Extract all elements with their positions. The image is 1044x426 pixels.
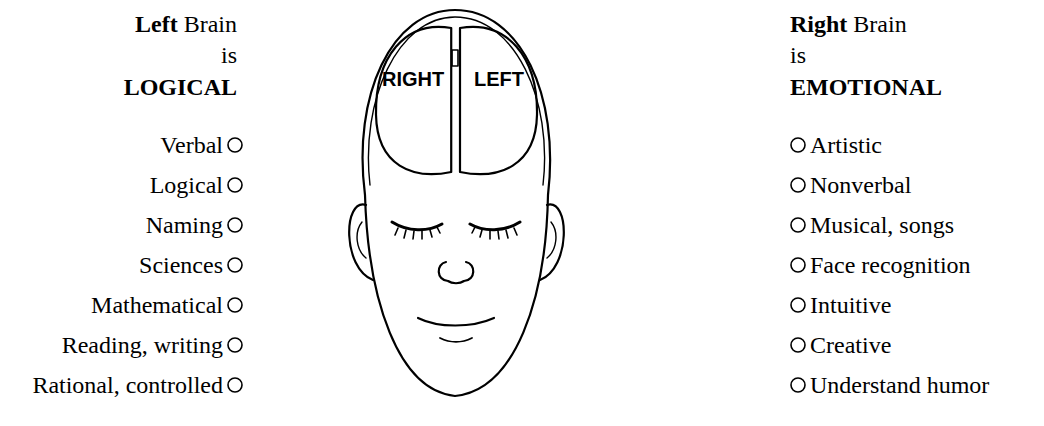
lower-lip [440,338,472,342]
brain-hemisphere: LEFT [458,22,540,182]
heading-word-box: Right [790,11,847,37]
heading-word-box: is [221,42,237,68]
heading-keyword-box: LOGICAL [124,74,237,100]
bullet-circle [791,378,805,392]
head-outline [363,10,551,396]
heading-word: Brain [853,11,906,37]
heading-keyword: EMOTIONAL [790,74,942,100]
heading-word-box: is [790,42,806,68]
heading-word: is [221,42,237,68]
trait-item-box: Creative [810,332,891,358]
trait-item-box: Verbal [160,132,223,158]
right-eye-lashes [472,227,517,239]
trait-item: Naming [146,212,223,238]
trait-item-box: Rational, controlled [32,372,223,398]
trait-item-box: Sciences [139,252,223,278]
trait-item-box: Musical, songs [810,212,954,238]
bullet-circle [791,218,805,232]
heading-word: is [790,42,806,68]
bullet-circle [791,258,805,272]
left-eye [392,222,442,230]
trait-item-box: Naming [146,212,223,238]
mouth [418,318,494,326]
trait-item: Reading, writing [62,332,223,358]
trait-item: Intuitive [810,292,891,318]
right-eye [470,222,520,230]
hemisphere-path [460,27,537,174]
heading-word: Right [790,11,847,37]
hemisphere-path [376,27,451,174]
trait-item: Verbal [160,132,223,158]
bullet-group [228,138,805,392]
trait-item-box: Artistic [810,132,882,158]
trait-item: Understand humor [810,372,989,398]
bullet-circle [228,218,242,232]
right-ear-inner [547,222,556,258]
left-ear [349,205,373,280]
bullet-circle [228,298,242,312]
trait-item-box: Reading, writing [62,332,223,358]
heading-keyword-box: EMOTIONAL [790,74,942,100]
bullet-circle [228,178,242,192]
trait-item-box: Nonverbal [810,172,911,198]
trait-item-box: Understand humor [810,372,989,398]
bullet-circle [791,138,805,152]
trait-item: Mathematical [91,292,223,318]
bullet-circle [791,338,805,352]
trait-item-box: Logical [150,172,223,198]
bullet-circle [228,138,242,152]
brain-hemisphere: RIGHT [373,22,453,182]
heading-word: Brain [184,11,237,37]
trait-item: Rational, controlled [32,372,223,398]
trait-item: Face recognition [810,252,971,278]
nose [439,262,474,283]
trait-item-box: Mathematical [91,292,223,318]
heading-keyword: LOGICAL [124,74,237,100]
trait-item: Nonverbal [810,172,911,198]
hemisphere-label: LEFT [458,68,540,90]
hemisphere-outline [458,22,540,182]
heading-word-box: Left [135,11,178,37]
left-eye-lashes [395,227,440,239]
bullet-circle [228,258,242,272]
hemisphere-outline [373,22,453,182]
right-ear [540,205,564,280]
bullet-circle [791,178,805,192]
trait-item: Logical [150,172,223,198]
trait-item: Artistic [810,132,882,158]
heading-word-box: Brain [853,11,906,37]
left-ear-inner [357,222,366,258]
heading-word-box: Brain [184,11,237,37]
bullet-circle [791,298,805,312]
trait-item: Sciences [139,252,223,278]
corpus-callosum [452,50,458,66]
heading-word: Left [135,11,178,37]
trait-item: Musical, songs [810,212,954,238]
skull-inner-line [368,17,544,185]
bullet-circle [228,338,242,352]
trait-item-box: Intuitive [810,292,891,318]
hemisphere-label: RIGHT [373,68,453,90]
trait-item-box: Face recognition [810,252,971,278]
trait-item: Creative [810,332,891,358]
bullet-circle [228,378,242,392]
